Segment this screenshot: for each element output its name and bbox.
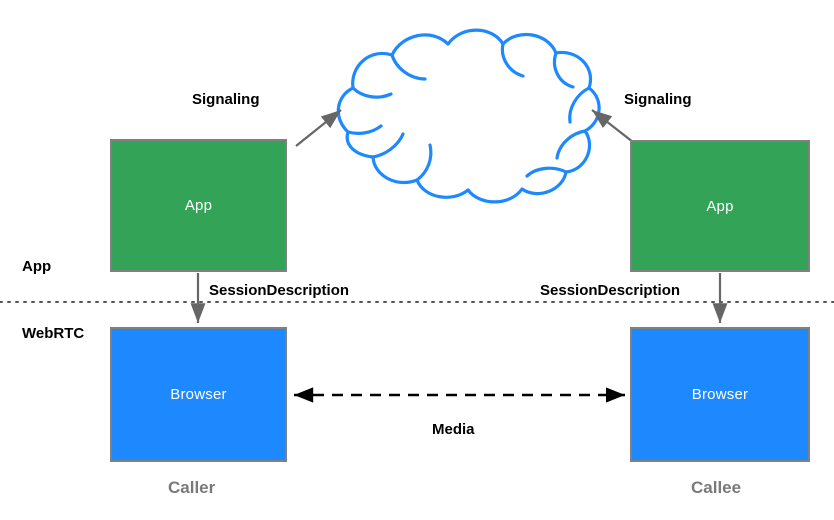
node-browser-callee[interactable]: Browser: [630, 327, 810, 462]
node-app-caller-label: App: [184, 197, 213, 214]
endpoint-caption-caller: Caller: [168, 478, 216, 497]
layer-label-app: App: [22, 258, 52, 275]
edge-label-sessiondescription-right: SessionDescription: [540, 282, 681, 299]
edge-signaling-left: [295, 109, 342, 147]
edge-label-signaling-right: Signaling: [624, 91, 692, 108]
node-app-callee[interactable]: App: [630, 140, 810, 272]
node-app-caller[interactable]: App: [110, 139, 287, 272]
node-app-callee-label: App: [706, 197, 734, 215]
edge-label-media: Media: [432, 421, 475, 438]
endpoint-caption-callee: Callee: [691, 478, 742, 497]
edge-label-signaling-left: Signaling: [192, 91, 260, 108]
node-browser-callee-label: Browser: [691, 386, 749, 403]
layer-label-webrtc: WebRTC: [22, 325, 85, 342]
node-browser-caller[interactable]: Browser: [110, 327, 287, 462]
edge-label-sessiondescription-left: SessionDescription: [209, 282, 350, 299]
cloud-icon: [336, 28, 601, 204]
node-browser-caller-label: Browser: [170, 386, 227, 403]
